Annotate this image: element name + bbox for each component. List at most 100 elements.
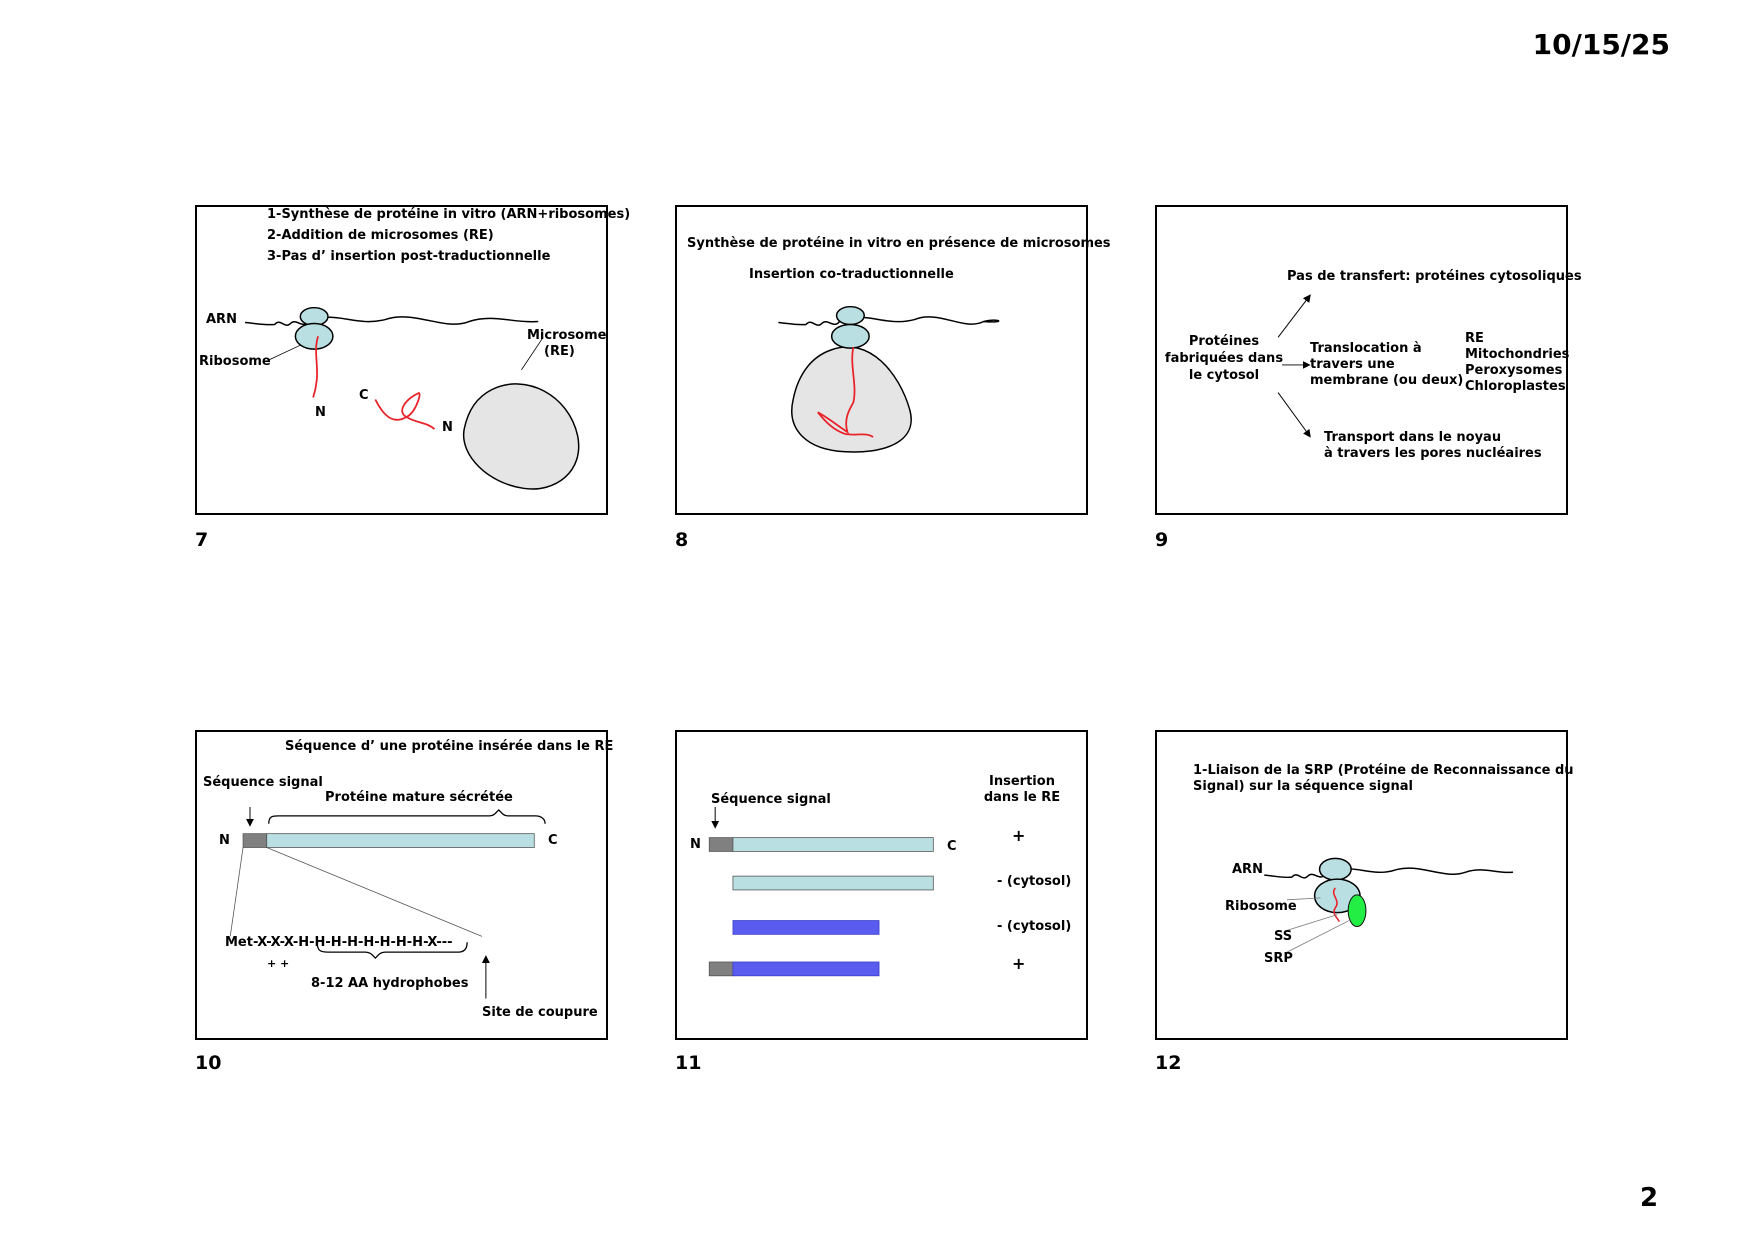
row1-mature: [732, 837, 934, 852]
slide-10[interactable]: Séquence d’ une protéine insérée dans le…: [195, 730, 613, 1040]
signal-label: Séquence signal: [203, 775, 323, 790]
slide-11-diagram: [708, 807, 934, 977]
row1-signal: [708, 837, 734, 852]
hydrophobes-label: 8-12 AA hydrophobes: [311, 976, 469, 991]
arrow-to-cytosolic: [1277, 294, 1311, 338]
ribosome-small-subunit: [835, 305, 865, 326]
slide-7[interactable]: 1-Synthèse de protéine in vitro (ARN+rib…: [195, 205, 630, 515]
ribosome-large-subunit: [830, 323, 870, 349]
mrna-strand: [778, 316, 1000, 326]
row4-result: +: [1012, 954, 1026, 973]
insertion-header-2: dans le RE: [983, 790, 1061, 805]
label-ribosome: Ribosome: [199, 354, 271, 369]
slide-10-diagram: [229, 807, 546, 999]
slide-8-title: Synthèse de protéine in vitro en présenc…: [687, 236, 1111, 251]
slide-12-title-2: Signal) sur la séquence signal: [1193, 779, 1413, 794]
slide-8-subtitle: Insertion co-traductionnelle: [749, 267, 954, 282]
label-arn: ARN: [1232, 862, 1263, 877]
label-microsome: Microsome: [527, 328, 607, 343]
microsome-leader: [521, 337, 544, 371]
label-re: (RE): [544, 344, 575, 359]
zoom-line-left: [229, 847, 244, 937]
n-terminus: N: [690, 837, 701, 852]
slide-11[interactable]: Séquence signal Insertion dans le RE N C…: [675, 730, 1088, 1040]
translocation-line-1: Translocation à: [1310, 341, 1422, 356]
slide-10-title: Séquence d’ une protéine insérée dans le…: [285, 739, 614, 754]
label-srp: SRP: [1264, 951, 1293, 966]
step-2-text: 2-Addition de microsomes (RE): [267, 228, 494, 243]
slide-12-diagram: [1264, 857, 1514, 953]
label-ribosome: Ribosome: [1225, 899, 1297, 914]
row4-protein: [732, 961, 880, 977]
step-1-text: 1-Synthèse de protéine in vitro (ARN+rib…: [267, 207, 631, 222]
page-number: 2: [1640, 1183, 1659, 1213]
slide-9-number: 9: [1155, 529, 1169, 551]
slide-8-number: 8: [675, 529, 689, 551]
organelle-re: RE: [1465, 331, 1484, 346]
organelle-peroxysomes: Peroxysomes: [1465, 363, 1563, 378]
organelle-chloroplastes: Chloroplastes: [1465, 379, 1566, 394]
label-n-ribosome: N: [315, 405, 326, 420]
row3-protein: [732, 920, 880, 935]
slide-8-diagram: [778, 305, 1000, 453]
source-line-3: le cytosol: [1188, 368, 1260, 383]
mrna-strand: [1264, 867, 1514, 879]
signal-label: Séquence signal: [711, 792, 831, 807]
row4-signal: [708, 961, 734, 977]
nucleus-line-1: Transport dans le noyau: [1324, 430, 1502, 445]
slide-8[interactable]: Synthèse de protéine in vitro en présenc…: [675, 205, 1111, 515]
step-3-text: 3-Pas d’ insertion post-traductionnelle: [267, 249, 551, 264]
source-line-1: Protéines: [1188, 334, 1260, 349]
mrna-strand: [244, 316, 539, 326]
source-line-2: fabriquées dans: [1164, 351, 1284, 366]
c-terminus: C: [947, 839, 957, 854]
ribosome-small-subunit: [1318, 857, 1352, 881]
slide-9[interactable]: Protéines fabriquées dans le cytosol Pas…: [1155, 205, 1582, 515]
nascent-chain: [312, 336, 319, 398]
slide-7-number: 7: [195, 529, 209, 551]
ribosome-leader: [1286, 897, 1321, 901]
nucleus-line-2: à travers les pores nucléaires: [1324, 446, 1542, 461]
sequence-text: Met-X-X-X-H-H-H-H-H-H-H-H-X---: [225, 935, 453, 950]
row3-result: - (cytosol): [997, 919, 1072, 934]
organelle-mitochondries: Mitochondries: [1465, 347, 1570, 362]
ss-leader: [1286, 914, 1338, 931]
mature-brace: [268, 809, 546, 824]
row2-result: - (cytosol): [997, 874, 1072, 889]
signal-sequence-chain: [1332, 887, 1340, 922]
slide-10-number: 10: [195, 1052, 222, 1074]
inserted-chain: [817, 346, 874, 438]
label-c-protein: C: [359, 388, 369, 403]
row1-result: +: [1012, 826, 1026, 845]
c-terminus: C: [548, 833, 558, 848]
translocation-line-3: membrane (ou deux): [1310, 373, 1464, 388]
row2-mature: [732, 875, 934, 891]
free-protein: [374, 392, 436, 430]
ribosome-leader: [268, 344, 301, 361]
signal-segment: [242, 833, 268, 848]
slide-12-title-1: 1-Liaison de la SRP (Protéine de Reconna…: [1193, 763, 1574, 778]
page-date: 10/15/25: [1532, 28, 1670, 61]
cytosolic-text: Pas de transfert: protéines cytosoliques: [1287, 269, 1582, 284]
label-arn: ARN: [206, 312, 237, 327]
label-n-protein: N: [442, 420, 453, 435]
slide-11-number: 11: [675, 1052, 702, 1074]
charges-text: + +: [267, 957, 290, 970]
slide-7-diagram: [244, 306, 580, 490]
translocation-line-2: travers une: [1310, 357, 1395, 372]
slide-12-number: 12: [1155, 1052, 1182, 1074]
srp-leader: [1286, 919, 1352, 953]
slide-9-diagram: [1277, 294, 1311, 438]
label-ss: SS: [1274, 929, 1293, 944]
arrow-to-nucleus: [1277, 392, 1311, 438]
n-terminus: N: [219, 833, 230, 848]
srp-particle: [1347, 894, 1367, 927]
microsome: [462, 383, 580, 490]
ribosome-large-subunit: [294, 322, 334, 350]
microsome: [791, 346, 912, 453]
insertion-header-1: Insertion: [989, 774, 1055, 789]
slide-12[interactable]: 1-Liaison de la SRP (Protéine de Reconna…: [1155, 730, 1574, 1040]
mature-label: Protéine mature sécrétée: [325, 790, 513, 805]
cut-site-label: Site de coupure: [482, 1005, 598, 1020]
zoom-line-right: [266, 847, 483, 937]
